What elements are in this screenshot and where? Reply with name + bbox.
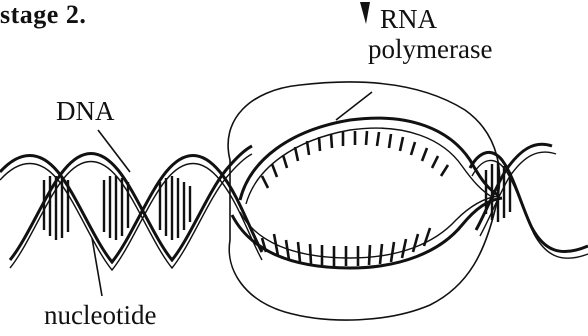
- polymerase-label: polymerase: [368, 34, 492, 65]
- dna-strand-b-left: [10, 146, 252, 260]
- stage-title: stage 2.: [0, 0, 86, 30]
- dna-label: DNA: [56, 96, 115, 127]
- rna-polymerase-leader-line: [336, 92, 372, 120]
- nucleotide-label: nucleotide: [44, 300, 156, 331]
- rna-polymerase-arrowhead: [360, 2, 370, 24]
- dna-strand-a-right-inner: [472, 160, 588, 258]
- rna-label: RNA: [380, 4, 437, 35]
- dna-strand-a-left-inner: [0, 164, 262, 271]
- open-bubble-upper-strand-inner: [246, 128, 494, 204]
- dna-strand-b-left-inner: [10, 154, 252, 268]
